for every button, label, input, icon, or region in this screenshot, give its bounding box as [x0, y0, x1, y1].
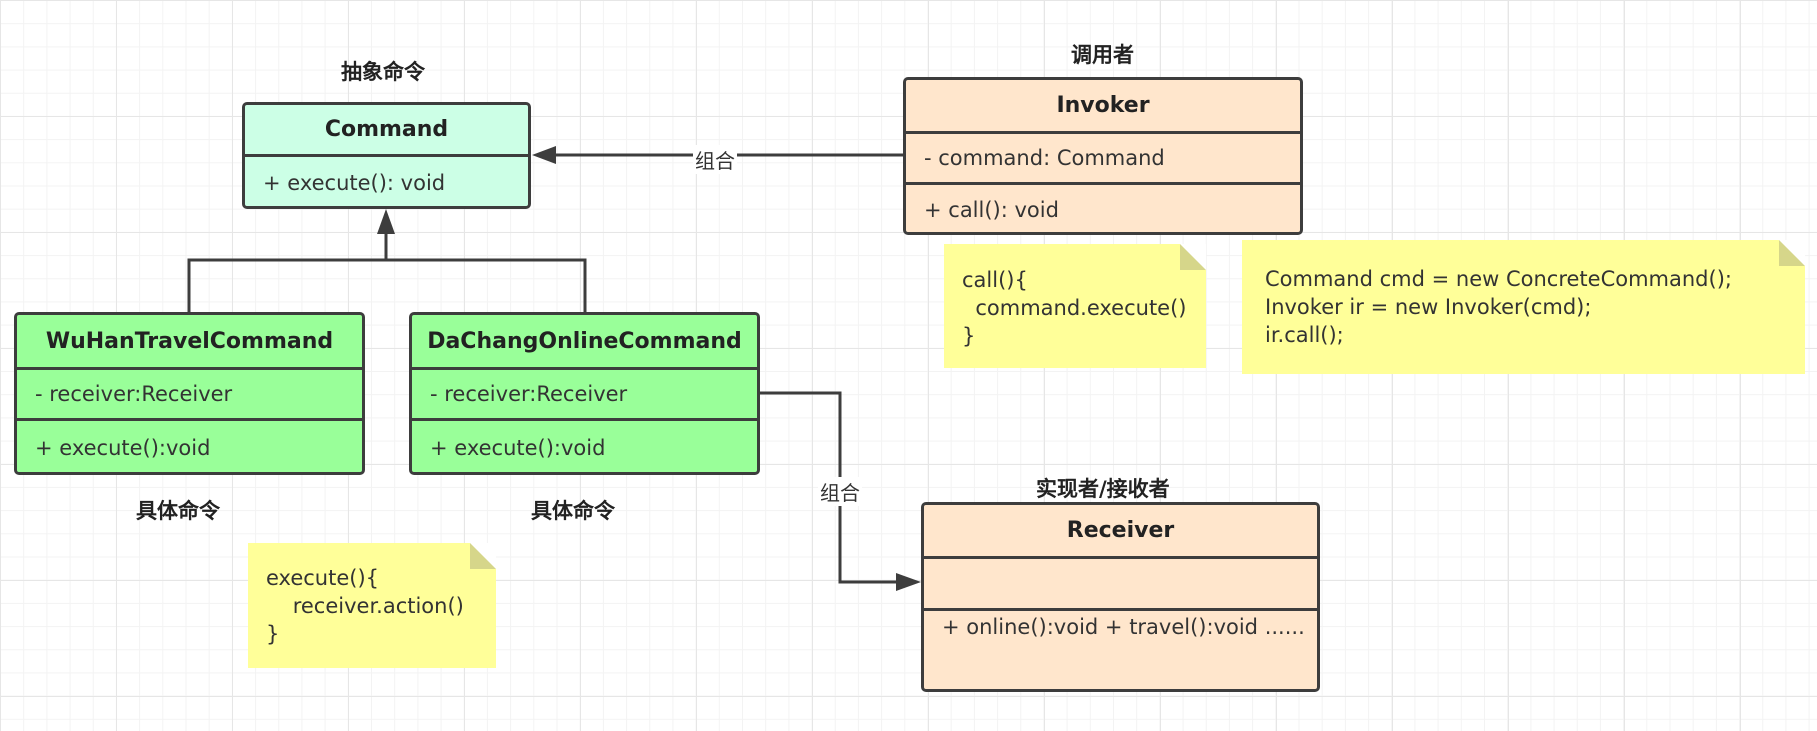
class-invoker[interactable]: Invoker - command: Command + call(): voi…	[903, 77, 1303, 235]
note-execute-line-3: }	[266, 622, 280, 646]
edge-label-dachang-receiver: 组合	[818, 477, 862, 506]
class-dachang-fields: - receiver:Receiver	[412, 370, 757, 421]
class-receiver-methods: + online():void + travel():void ......	[924, 611, 1317, 689]
class-receiver-name: Receiver	[924, 505, 1317, 559]
receiver-method-travel: + travel():void	[1104, 615, 1259, 639]
note-execute-line-2: receiver.action()	[266, 594, 464, 618]
note-client-line-3: ir.call();	[1265, 323, 1344, 347]
class-receiver-fields	[924, 559, 1317, 611]
caption-abstract-command: 抽象命令	[341, 60, 425, 84]
class-command[interactable]: Command + execute(): void	[242, 102, 531, 209]
note-fold-icon	[1779, 240, 1805, 266]
inherit-arrowhead	[377, 209, 395, 234]
class-wuhan-methods: + execute():void	[35, 436, 211, 460]
invoker-command-arrowhead	[532, 146, 556, 164]
note-fold-icon	[470, 543, 496, 569]
class-wuhan-fields: - receiver:Receiver	[17, 370, 362, 421]
class-invoker-name: Invoker	[906, 80, 1300, 134]
class-command-methods: + execute(): void	[263, 171, 446, 195]
note-invoker-call[interactable]: call(){ command.execute() }	[944, 244, 1206, 368]
class-wuhan-travel-command[interactable]: WuHanTravelCommand - receiver:Receiver +…	[14, 312, 365, 475]
note-invoker-call-line-2: command.execute()	[962, 296, 1187, 320]
class-dachang-name: DaChangOnlineCommand	[412, 315, 757, 370]
class-dachang-methods: + execute():void	[430, 436, 606, 460]
note-invoker-call-line-1: call(){	[962, 268, 1028, 292]
note-client-code[interactable]: Command cmd = new ConcreteCommand(); Inv…	[1242, 240, 1805, 374]
caption-invoker: 调用者	[1071, 43, 1134, 67]
receiver-method-ellipsis: ......	[1264, 615, 1305, 639]
caption-concrete-command-2: 具体命令	[531, 499, 615, 523]
class-receiver[interactable]: Receiver + online():void + travel():void…	[921, 502, 1320, 692]
class-wuhan-name: WuHanTravelCommand	[17, 315, 362, 370]
note-execute[interactable]: execute(){ receiver.action() }	[248, 543, 496, 668]
note-invoker-call-line-3: }	[962, 324, 976, 348]
class-command-name: Command	[245, 105, 528, 157]
note-client-line-2: Invoker ir = new Invoker(cmd);	[1265, 295, 1592, 319]
dachang-receiver-arrowhead	[896, 573, 921, 591]
caption-receiver: 实现者/接收者	[1036, 477, 1170, 501]
class-dachang-online-command[interactable]: DaChangOnlineCommand - receiver:Receiver…	[409, 312, 760, 475]
class-invoker-methods: + call(): void	[924, 198, 1059, 222]
receiver-method-online: + online():void	[942, 615, 1099, 639]
note-fold-icon	[1180, 244, 1206, 270]
caption-concrete-command-1: 具体命令	[136, 499, 220, 523]
edge-label-invoker-command: 组合	[693, 145, 737, 174]
note-execute-line-1: execute(){	[266, 566, 380, 590]
class-invoker-fields: - command: Command	[906, 134, 1300, 185]
note-client-line-1: Command cmd = new ConcreteCommand();	[1265, 267, 1732, 291]
wuhan-inherit-edge[interactable]	[187, 258, 587, 312]
